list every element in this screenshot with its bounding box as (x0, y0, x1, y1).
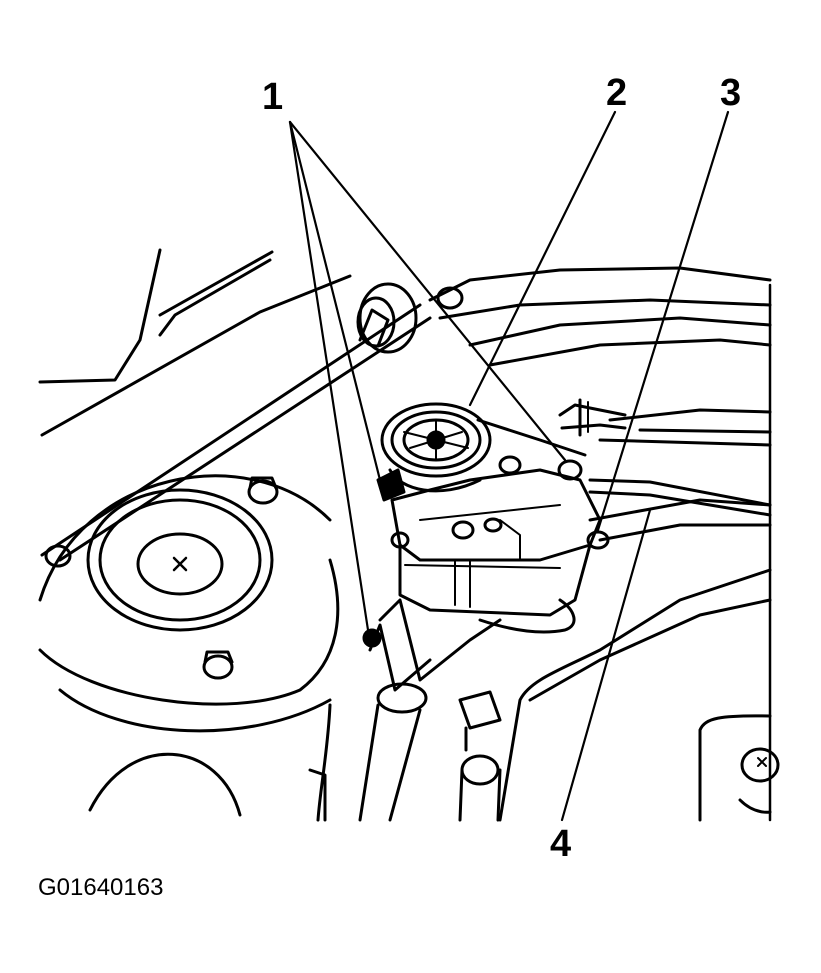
lower-right-housing (460, 570, 778, 820)
strut-bolt-lower (204, 652, 232, 678)
callout-2: 2 (606, 72, 628, 114)
strut-bolt-upper (249, 478, 277, 503)
leader-1c (290, 122, 565, 460)
callout-3: 3 (720, 72, 742, 114)
leader-3 (598, 112, 728, 530)
frame-edges (40, 285, 770, 820)
callout-4: 4 (550, 823, 572, 865)
callout-1: 1 (262, 76, 284, 118)
figure-code: G01640163 (38, 874, 164, 901)
lower-bracket (310, 600, 500, 820)
actuator-motor (382, 404, 585, 491)
actuator-housing (378, 457, 608, 632)
leader-1a (290, 122, 380, 480)
strut-tower (40, 476, 338, 815)
leader-4 (562, 510, 650, 820)
leader-2 (470, 112, 615, 405)
cable-rod (560, 400, 770, 515)
leader-1b (290, 122, 368, 630)
fender-panel (40, 250, 770, 560)
upper-clip (358, 284, 462, 352)
leader-lines (290, 112, 728, 820)
strut-bolt-left (46, 546, 70, 566)
